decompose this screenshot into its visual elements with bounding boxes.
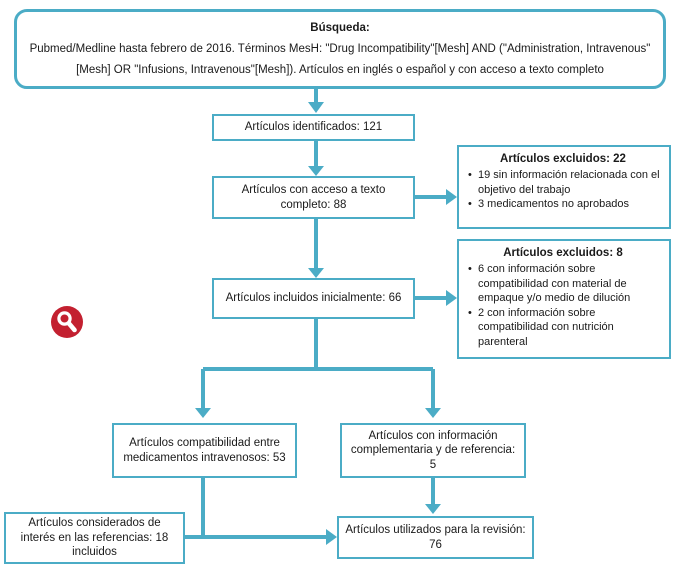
complementary-label: Artículos con información complementaria… (350, 429, 516, 471)
branch-included-to-lower-boxes (195, 318, 441, 418)
excluded-8-bullet: 6 con información sobre compatibilidad c… (465, 262, 661, 306)
arrow-fulltext-to-excluded22 (414, 189, 457, 205)
search-title: Búsqueda: (310, 22, 370, 34)
references-interest-box: Artículos considerados de interés en las… (4, 512, 185, 564)
arrow-complementary-to-final (425, 477, 441, 514)
arrow-included-to-excluded8 (414, 290, 457, 306)
arrow-search-to-identified (308, 88, 324, 113)
identified-label: Artículos identificados: 121 (244, 121, 383, 134)
full-text-box: Artículos con acceso a texto completo: 8… (212, 176, 415, 219)
search-criteria-box: Búsqueda: Pubmed/Medline hasta febrero d… (14, 9, 666, 89)
connector-compatibility-and-references-to-final (185, 477, 337, 545)
zoom-button[interactable] (51, 306, 83, 338)
excluded-8-bullet: 2 con información sobre compatibilidad c… (465, 306, 661, 350)
excluded-22-bullet: 19 sin información relacionada con el ob… (465, 168, 661, 197)
excluded-8-box: Artículos excluidos: 8 6 con información… (457, 239, 671, 359)
compatibility-box: Artículos compatibilidad entre medicamen… (112, 423, 297, 478)
included-initially-label: Artículos incluidos inicialmente: 66 (225, 292, 402, 305)
arrow-fulltext-to-included (308, 218, 324, 278)
arrow-identified-to-fulltext (308, 140, 324, 176)
identified-box: Artículos identificados: 121 (212, 114, 415, 141)
final-review-box: Artículos utilizados para la revisión: 7… (337, 516, 534, 559)
magnifier-icon (57, 311, 77, 333)
included-initially-box: Artículos incluidos inicialmente: 66 (212, 278, 415, 319)
complementary-box: Artículos con información complementaria… (340, 423, 526, 478)
excluded-22-title: Artículos excluidos: 22 (500, 153, 626, 165)
excluded-8-title: Artículos excluidos: 8 (503, 247, 623, 259)
references-interest-label: Artículos considerados de interés en las… (20, 517, 169, 559)
full-text-label: Artículos con acceso a texto completo: 8… (241, 184, 386, 211)
excluded-22-bullet: 3 medicamentos no aprobados (465, 197, 661, 212)
search-body: Pubmed/Medline hasta febrero de 2016. Té… (29, 43, 651, 76)
excluded-22-box: Artículos excluidos: 22 19 sin informaci… (457, 145, 671, 229)
compatibility-label: Artículos compatibilidad entre medicamen… (123, 437, 286, 464)
final-review-label: Artículos utilizados para la revisión: 7… (345, 524, 526, 551)
